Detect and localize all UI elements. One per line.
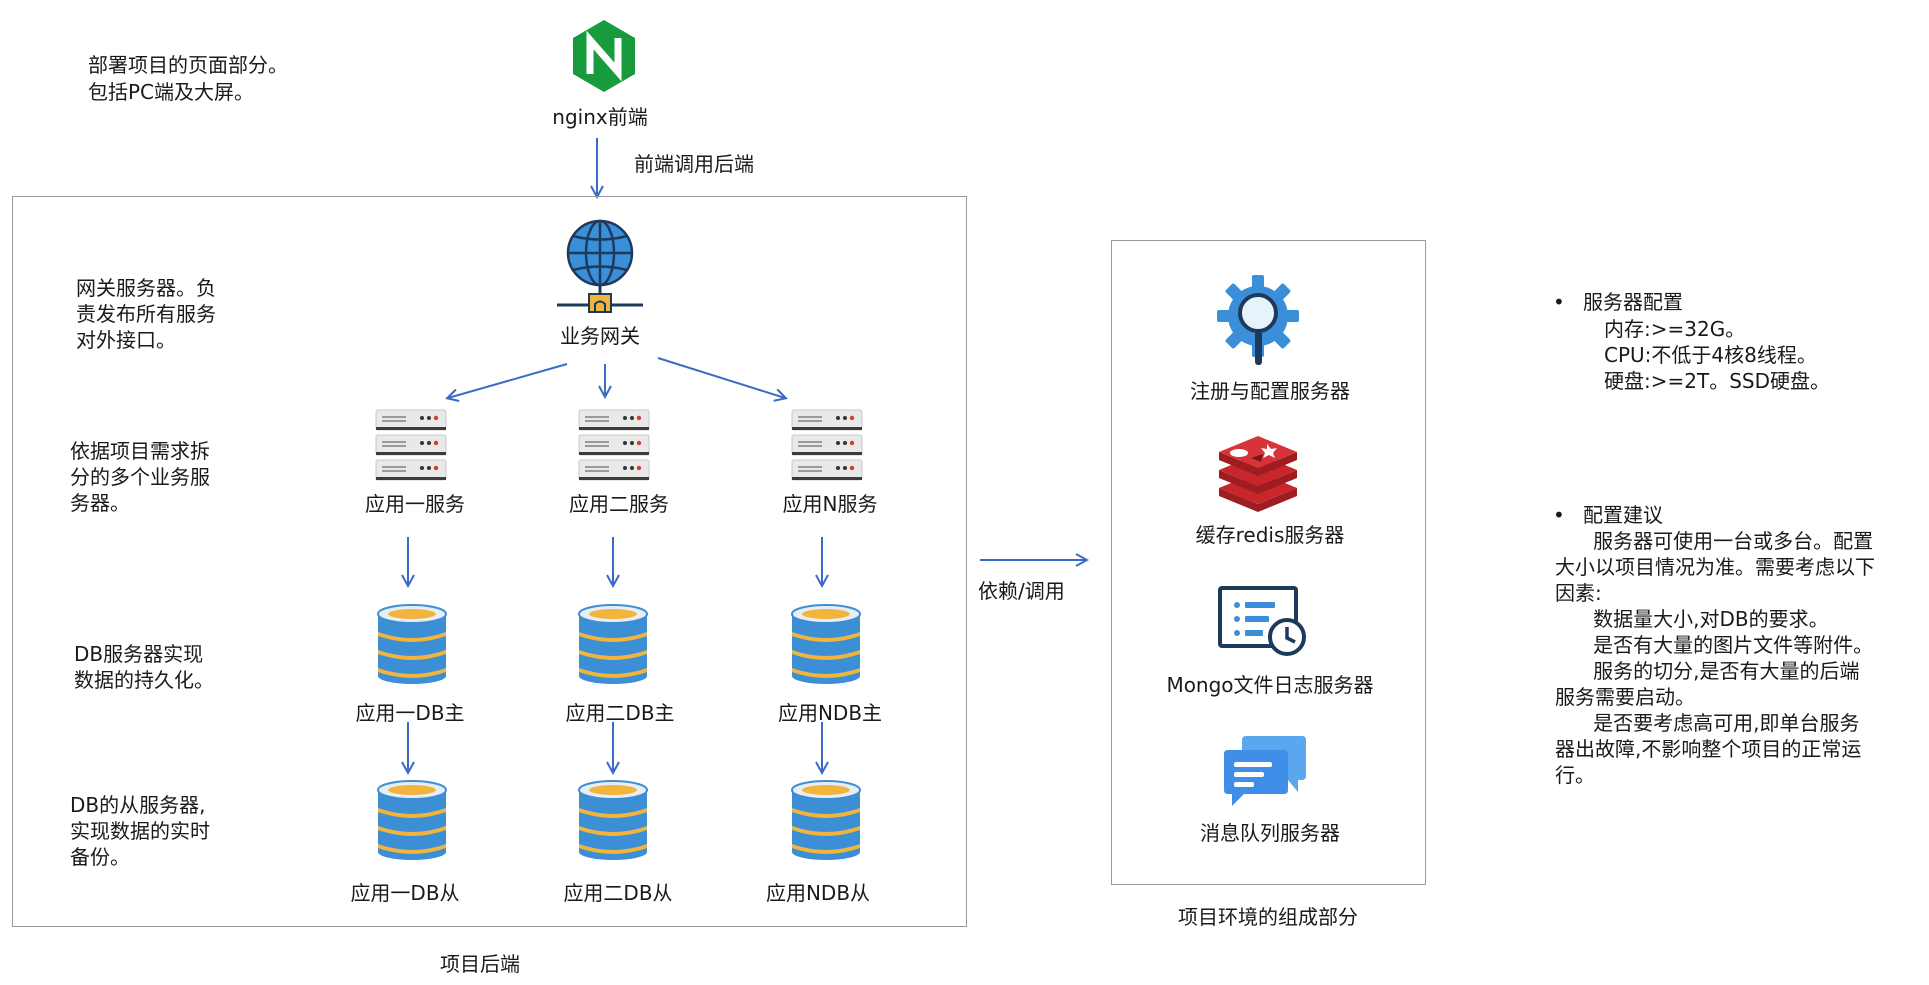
config-advice-line10: 行。: [1555, 763, 1595, 787]
dependency-label: 依赖/调用: [978, 579, 1065, 603]
call-backend-label: 前端调用后端: [634, 152, 754, 176]
database-icon: [577, 780, 649, 864]
config-advice-line4: 数据量大小,对DB的要求。: [1555, 607, 1829, 631]
bullet-dot: •: [1553, 503, 1565, 527]
config-advice-line5: 是否有大量的图片文件等附件。: [1555, 633, 1874, 657]
config-advice-line9: 器出故障,不影响整个项目的正常运: [1555, 737, 1862, 761]
frontend-note-line2: 包括PC端及大屏。: [88, 80, 255, 104]
slave-note-line2: 实现数据的实时: [70, 819, 210, 843]
config-advice-line6: 服务的切分,是否有大量的后端: [1555, 659, 1860, 683]
config-advice-line2: 大小以项目情况为准。需要考虑以下: [1555, 555, 1875, 579]
config-advice-line3: 因素:: [1555, 581, 1602, 605]
registry-config-label: 注册与配置服务器: [1190, 379, 1350, 403]
db1-master-label: 应用一DB主: [355, 701, 465, 725]
db1-slave-label: 应用一DB从: [350, 881, 460, 905]
server-config-line1: 内存:>=32G。: [1604, 317, 1746, 341]
config-advice-heading: 配置建议: [1583, 503, 1663, 527]
globe-gateway-icon: [553, 216, 647, 320]
redis-cache-label: 缓存redis服务器: [1195, 523, 1345, 547]
gateway-note-line1: 网关服务器。负: [76, 276, 216, 300]
serviceN-label: 应用N服务: [782, 492, 878, 516]
server-rack-icon: [374, 408, 448, 486]
environment-container: [1111, 240, 1426, 885]
service1-label: 应用一服务: [365, 492, 465, 516]
redis-icon: [1215, 432, 1301, 516]
message-queue-chat-icon: [1222, 732, 1308, 816]
slave-note-line3: 备份。: [70, 845, 130, 869]
gear-search-icon: [1215, 273, 1301, 377]
config-advice-line8: 是否要考虑高可用,即单台服务: [1555, 711, 1860, 735]
dbN-slave-label: 应用NDB从: [765, 881, 871, 905]
config-advice-line1: 服务器可使用一台或多台。配置: [1555, 529, 1874, 553]
server-rack-icon: [790, 408, 864, 486]
database-icon: [577, 604, 649, 688]
services-note-line2: 分的多个业务服: [70, 465, 210, 489]
mongo-log-label: Mongo文件日志服务器: [1166, 673, 1374, 697]
database-icon: [376, 780, 448, 864]
db-note-line1: DB服务器实现: [74, 642, 204, 666]
nginx-label: nginx前端: [552, 105, 648, 129]
services-note-line3: 务器。: [70, 491, 130, 515]
database-icon: [376, 604, 448, 688]
message-queue-label: 消息队列服务器: [1200, 821, 1340, 845]
server-config-line2: CPU:不低于4核8线程。: [1604, 343, 1817, 367]
db-note-line2: 数据的持久化。: [74, 668, 214, 692]
dbN-master-label: 应用NDB主: [777, 701, 883, 725]
backend-container: [12, 196, 967, 927]
environment-title: 项目环境的组成部分: [1178, 905, 1358, 929]
database-icon: [790, 604, 862, 688]
server-config-heading: 服务器配置: [1583, 290, 1683, 314]
services-note-line1: 依据项目需求拆: [70, 439, 210, 463]
frontend-note-line1: 部署项目的页面部分。: [88, 53, 288, 77]
config-advice-line7: 服务需要启动。: [1555, 685, 1695, 709]
log-document-clock-icon: [1217, 585, 1309, 661]
database-icon: [790, 780, 862, 864]
gateway-note-line3: 对外接口。: [76, 328, 176, 352]
db2-master-label: 应用二DB主: [565, 701, 675, 725]
gateway-label: 业务网关: [560, 324, 640, 348]
backend-title: 项目后端: [440, 952, 520, 976]
server-config-line3: 硬盘:>=2T。SSD硬盘。: [1604, 369, 1830, 393]
nginx-icon: [570, 18, 638, 98]
slave-note-line1: DB的从服务器,: [70, 793, 206, 817]
db2-slave-label: 应用二DB从: [563, 881, 673, 905]
server-rack-icon: [577, 408, 651, 486]
bullet-dot: •: [1553, 290, 1565, 314]
service2-label: 应用二服务: [569, 492, 669, 516]
arrow-gateway-to-serviceN: [657, 357, 785, 398]
gateway-note-line2: 责发布所有服务: [76, 302, 216, 326]
arrow-gateway-to-service1: [448, 363, 568, 398]
